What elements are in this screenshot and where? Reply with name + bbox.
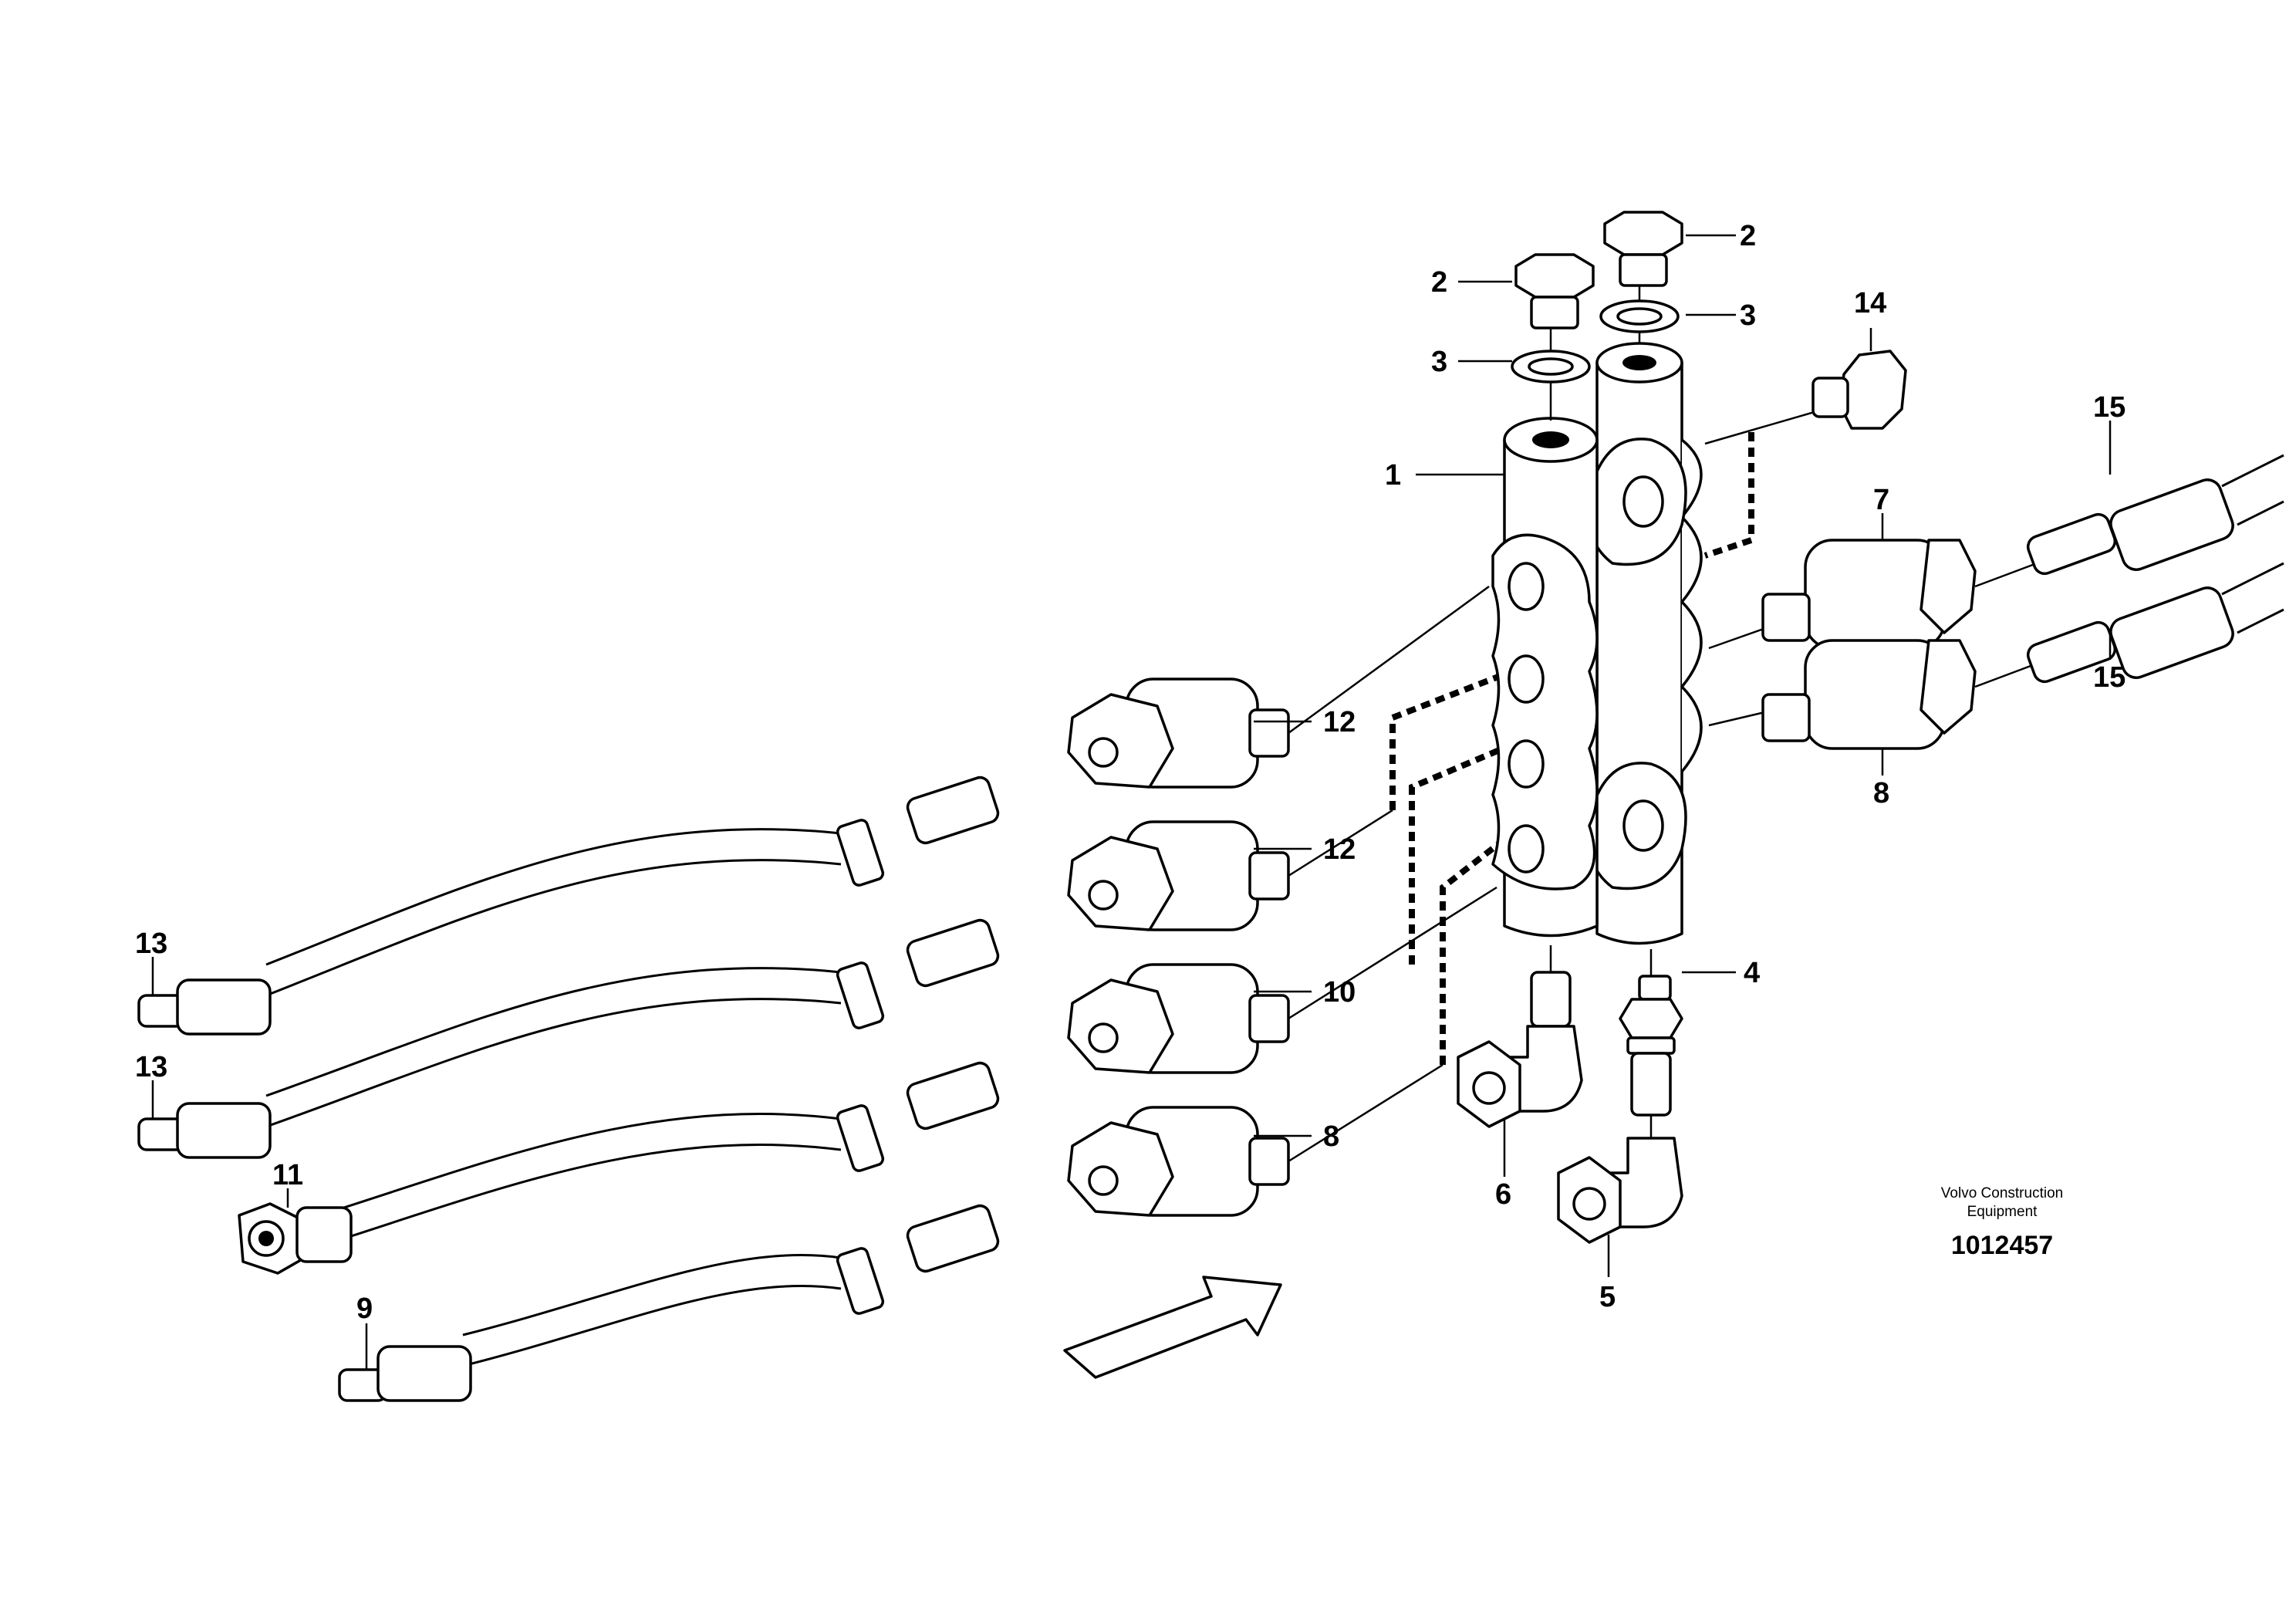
hose-middle-fittings [836, 776, 1000, 1315]
callout-8a: 8 [1323, 1120, 1339, 1153]
valve-block [1491, 342, 1703, 945]
callout-6: 6 [1495, 1178, 1511, 1211]
callout-7: 7 [1873, 484, 1889, 516]
callout-12a: 12 [1323, 706, 1356, 738]
callout-15b: 15 [2093, 661, 2125, 694]
credit-line-1: Volvo Construction [1941, 1185, 2063, 1201]
callout-4: 4 [1744, 957, 1760, 989]
hose-end-15a [2026, 512, 2117, 576]
adapters-left [1067, 678, 1290, 1217]
connection-lines [1288, 400, 1852, 1163]
document-number: 1012457 [1951, 1231, 2053, 1260]
leader-lines [151, 234, 2112, 1370]
plug-2a [1514, 253, 1595, 299]
callout-14: 14 [1854, 287, 1886, 319]
callout-8b: 8 [1873, 777, 1889, 809]
callout-2a: 2 [1431, 266, 1447, 299]
credit-line-2: Equipment [1967, 1204, 2038, 1220]
hose-d [462, 1254, 842, 1336]
plug-14 [1838, 350, 1907, 430]
callout-13b: 13 [135, 1051, 167, 1083]
plug-2b [1603, 211, 1683, 256]
bottom-fittings [1457, 945, 1683, 1244]
credit-block: Volvo Construction Equipment 1012457 [1941, 1185, 2063, 1260]
callout-3a: 3 [1431, 346, 1447, 378]
right-side-parts [1708, 454, 2284, 750]
callout-1: 1 [1385, 459, 1401, 492]
callout-9: 9 [356, 1293, 373, 1325]
callout-5: 5 [1599, 1281, 1616, 1313]
direction-arrow [1063, 1276, 1282, 1379]
callout-11: 11 [272, 1159, 303, 1191]
callout-13a: 13 [135, 928, 167, 960]
callout-3b: 3 [1740, 299, 1756, 332]
hoses [265, 828, 842, 1367]
callout-12b: 12 [1323, 833, 1356, 866]
callout-10: 10 [1323, 976, 1356, 1009]
hose-c [331, 1113, 842, 1213]
plugs-and-washers [1511, 211, 1907, 430]
callouts: 1 2 2 3 3 14 15 15 7 8 4 6 5 12 12 10 8 … [135, 220, 2125, 1325]
hose-b [265, 967, 842, 1097]
callout-2b: 2 [1740, 220, 1756, 252]
hose-a [265, 828, 842, 966]
hose-ends-left [137, 978, 472, 1402]
fitting-4 [1619, 998, 1683, 1039]
callout-15a: 15 [2093, 391, 2125, 424]
